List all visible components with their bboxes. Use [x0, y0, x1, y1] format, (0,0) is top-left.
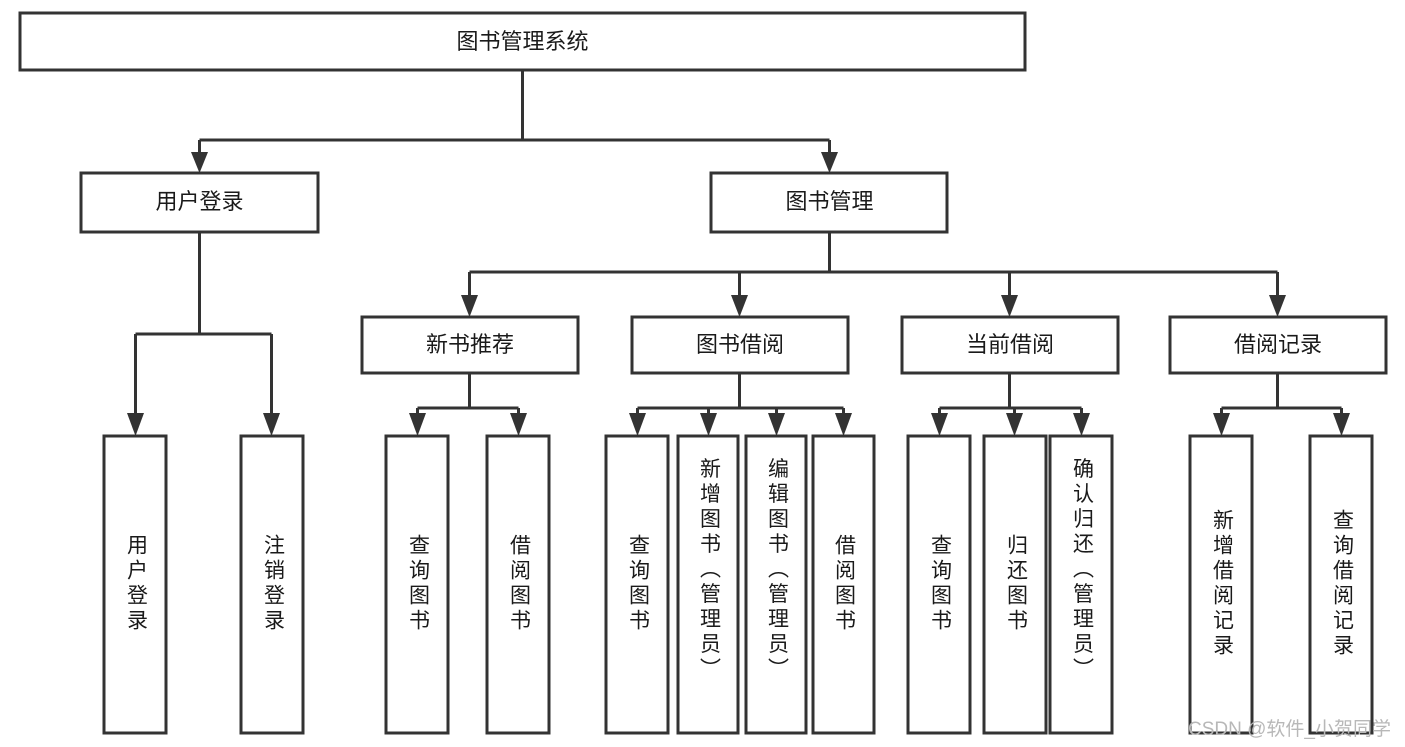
- node-leaf-query-book-2-box[interactable]: [604, 434, 670, 735]
- node-leaf-query-borrow-record-label: 查询借阅记录: [1330, 509, 1354, 659]
- node-leaf-borrow-book-2-label: 借阅图书: [832, 534, 856, 634]
- node-book-borrow[interactable]: 图书借阅: [630, 315, 850, 375]
- node-leaf-user-login[interactable]: 用户登录: [102, 434, 168, 735]
- node-leaf-add-borrow-record-box[interactable]: [1188, 434, 1254, 735]
- node-book-management[interactable]: 图书管理: [709, 171, 949, 234]
- arrow-head-leaf-return-book: [1006, 413, 1023, 436]
- node-leaf-confirm-return-admin-label: 确认归还（管理员）: [1070, 458, 1094, 683]
- node-leaf-query-book-3-box[interactable]: [906, 434, 972, 735]
- node-leaf-query-book-2-label: 查询图书: [626, 534, 650, 634]
- node-leaf-return-book-label: 归还图书: [1004, 534, 1028, 634]
- node-current-borrow[interactable]: 当前借阅: [900, 315, 1120, 375]
- node-new-book-recommend-box[interactable]: [360, 315, 580, 375]
- arrow-head-current-borrow: [1001, 295, 1018, 317]
- node-leaf-edit-book-admin[interactable]: 编辑图书（管理员）: [744, 434, 808, 735]
- node-leaf-query-book-3-label: 查询图书: [928, 534, 952, 634]
- node-leaf-query-borrow-record[interactable]: 查询借阅记录: [1308, 434, 1374, 735]
- arrow-head-leaf-confirm-return-admin: [1073, 413, 1090, 436]
- arrow-head-leaf-logout-login: [263, 413, 280, 436]
- node-leaf-logout-login[interactable]: 注销登录: [239, 434, 305, 735]
- node-borrow-record-box[interactable]: [1168, 315, 1388, 375]
- node-leaf-query-borrow-record-box[interactable]: [1308, 434, 1374, 735]
- arrow-head-leaf-query-book-2: [629, 413, 646, 436]
- node-borrow-record-label: 借阅记录: [1234, 332, 1322, 357]
- arrow-head-leaf-borrow-book-1: [510, 413, 527, 436]
- node-leaf-query-book-1-label: 查询图书: [406, 534, 430, 634]
- node-leaf-add-book-admin[interactable]: 新增图书（管理员）: [676, 434, 740, 735]
- arrow-head-new-book-recommend: [461, 295, 478, 317]
- node-user-login-box[interactable]: [79, 171, 320, 234]
- node-book-management-label: 图书管理: [785, 189, 873, 214]
- node-leaf-edit-book-admin-box[interactable]: [744, 434, 808, 735]
- arrow-head-leaf-edit-book-admin: [768, 413, 785, 436]
- node-leaf-return-book[interactable]: 归还图书: [982, 434, 1048, 735]
- node-new-book-recommend[interactable]: 新书推荐: [360, 315, 580, 375]
- arrow-head-user-login: [191, 152, 208, 173]
- node-leaf-edit-book-admin-label: 编辑图书（管理员）: [765, 458, 789, 683]
- node-user-login-label: 用户登录: [155, 189, 243, 214]
- node-borrow-record[interactable]: 借阅记录: [1168, 315, 1388, 375]
- arrow-head-borrow-record: [1269, 295, 1286, 317]
- arrow-head-leaf-add-book-admin: [700, 413, 717, 436]
- arrow-head-book-mgmt: [821, 152, 838, 173]
- arrow-head-leaf-borrow-book-2: [835, 413, 852, 436]
- arrow-head-book-borrow: [731, 295, 748, 317]
- node-leaf-user-login-box[interactable]: [102, 434, 168, 735]
- node-leaf-query-book-1[interactable]: 查询图书: [384, 434, 450, 735]
- node-title-system[interactable]: 图书管理系统: [18, 11, 1027, 72]
- node-book-management-box[interactable]: [709, 171, 949, 234]
- arrow-head-leaf-query-borrow-record: [1333, 413, 1350, 436]
- arrow-head-leaf-user-login: [127, 413, 144, 436]
- arrow-head-leaf-query-book-3: [931, 413, 948, 436]
- node-title-system-label: 图书管理系统: [456, 29, 588, 54]
- node-user-login[interactable]: 用户登录: [79, 171, 320, 234]
- node-leaf-query-book-1-box[interactable]: [384, 434, 450, 735]
- node-title-system-box[interactable]: [18, 11, 1027, 72]
- node-book-borrow-label: 图书借阅: [696, 332, 784, 357]
- node-leaf-add-borrow-record-label: 新增借阅记录: [1210, 509, 1234, 659]
- node-leaf-confirm-return-admin[interactable]: 确认归还（管理员）: [1048, 434, 1114, 735]
- node-leaf-borrow-book-1-label: 借阅图书: [507, 534, 531, 634]
- node-leaf-borrow-book-2-box[interactable]: [811, 434, 876, 735]
- node-leaf-borrow-book-1[interactable]: 借阅图书: [485, 434, 551, 735]
- node-leaf-add-book-admin-label: 新增图书（管理员）: [697, 458, 721, 683]
- node-leaf-logout-login-label: 注销登录: [261, 534, 285, 634]
- node-book-borrow-box[interactable]: [630, 315, 850, 375]
- node-leaf-confirm-return-admin-box[interactable]: [1048, 434, 1114, 735]
- node-leaf-query-book-3[interactable]: 查询图书: [906, 434, 972, 735]
- node-leaf-user-login-label: 用户登录: [124, 534, 148, 634]
- node-leaf-query-book-2[interactable]: 查询图书: [604, 434, 670, 735]
- node-leaf-borrow-book-1-box[interactable]: [485, 434, 551, 735]
- node-leaf-borrow-book-2[interactable]: 借阅图书: [811, 434, 876, 735]
- arrow-head-leaf-add-borrow-record: [1213, 413, 1230, 436]
- node-current-borrow-box[interactable]: [900, 315, 1120, 375]
- node-new-book-recommend-label: 新书推荐: [426, 332, 514, 357]
- node-leaf-add-borrow-record[interactable]: 新增借阅记录: [1188, 434, 1254, 735]
- arrow-head-leaf-query-book-1: [409, 413, 426, 436]
- connectors-group: [127, 70, 1350, 436]
- node-leaf-return-book-box[interactable]: [982, 434, 1048, 735]
- node-leaf-logout-login-box[interactable]: [239, 434, 305, 735]
- node-current-borrow-label: 当前借阅: [966, 332, 1054, 357]
- node-leaf-add-book-admin-box[interactable]: [676, 434, 740, 735]
